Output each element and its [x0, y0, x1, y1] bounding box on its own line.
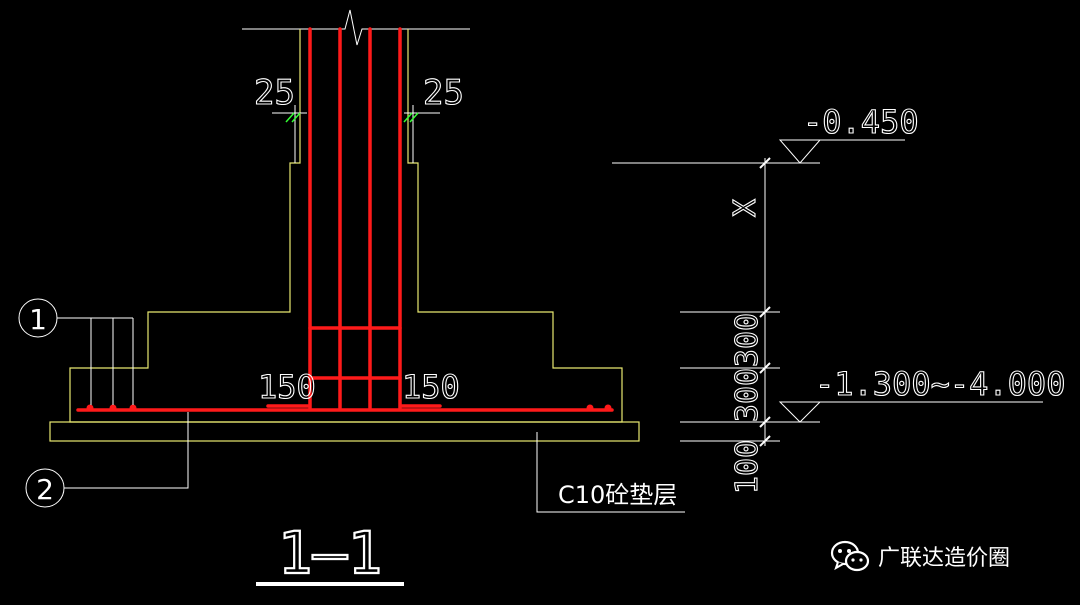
- rebar-cage: [76, 27, 614, 412]
- cover-ticks: [285, 112, 419, 123]
- dim-bend-left: 150: [258, 368, 316, 406]
- bottom-bar-dots: [86, 404, 612, 412]
- dim-300-a: 300: [730, 313, 765, 367]
- callout-2-leader: [25, 412, 189, 508]
- break-line: [242, 9, 470, 46]
- elev-bottom-label: -1.300~-4.000: [815, 365, 1065, 403]
- dim-cover-right: 25: [423, 73, 464, 113]
- dim-100: 100: [730, 440, 765, 494]
- cushion-label: C10砼垫层: [558, 481, 677, 509]
- cushion-leader: [536, 432, 685, 513]
- dim-x-label: X: [728, 199, 763, 217]
- callout-1-leaders: [18, 298, 134, 405]
- dim-bend-right: 150: [402, 368, 460, 406]
- watermark: 广联达造价圈: [830, 536, 1010, 576]
- wechat-icon: [830, 540, 870, 572]
- watermark-text: 广联达造价圈: [878, 546, 1011, 571]
- elevation-dimensions: [612, 139, 1043, 446]
- callout-1-label: 1: [29, 303, 47, 336]
- dim-cover-left: 25: [254, 73, 295, 113]
- footing-outline: [49, 29, 640, 442]
- elevation-ticks: [759, 157, 771, 447]
- section-title: 1—1: [278, 519, 383, 587]
- cover-dim-lines: [272, 105, 440, 163]
- dim-300-b: 300: [730, 368, 765, 422]
- elev-top-label: -0.450: [803, 103, 919, 141]
- callout-2-label: 2: [36, 473, 54, 506]
